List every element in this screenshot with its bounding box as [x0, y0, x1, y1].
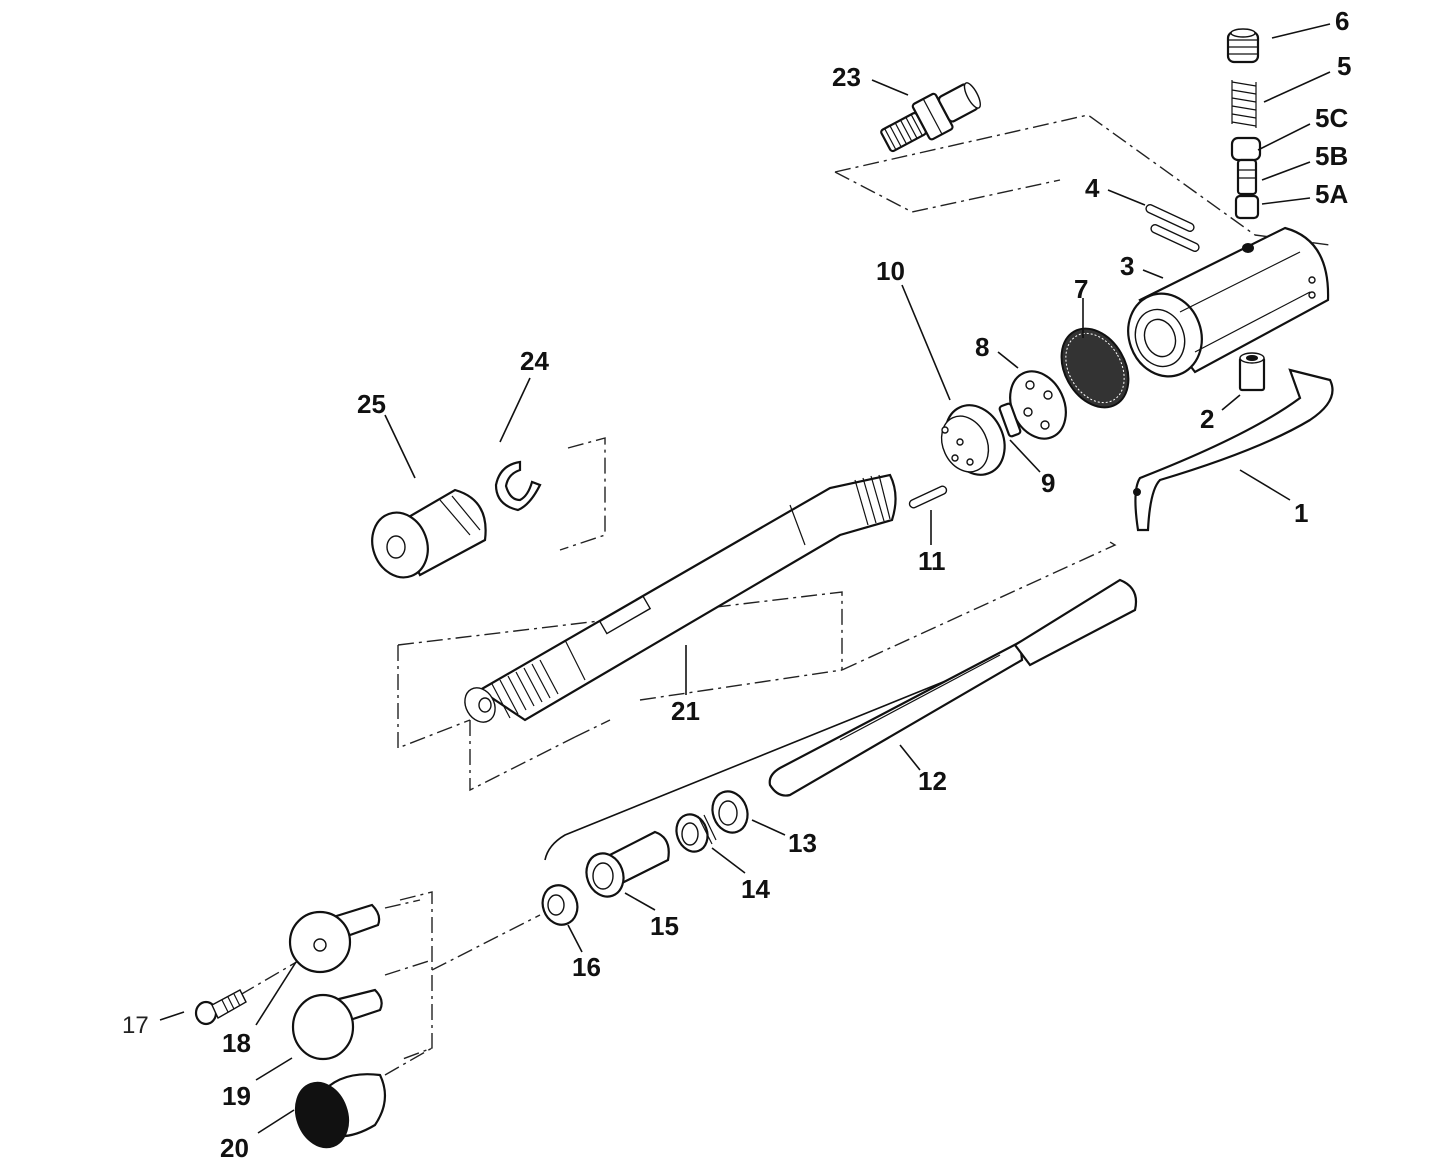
part-10-valve [940, 404, 1006, 476]
label-part-7: 7 [1074, 274, 1088, 304]
part-23-fitting [880, 82, 981, 153]
label-part-17: 17 [122, 1012, 149, 1039]
label-part-3: 3 [1120, 251, 1134, 281]
part-14-spring-bushing [675, 813, 717, 853]
part-13-washer [711, 790, 749, 834]
label-part-16: 16 [572, 952, 601, 982]
barrel-threads-rear [854, 474, 891, 526]
label-part-12: 12 [918, 766, 947, 796]
label-part-14: 14 [741, 874, 770, 904]
label-part-18: 18 [222, 1028, 251, 1058]
part-11-pin [908, 485, 948, 509]
leader-lines [159, 23, 1331, 1134]
part-3-handle-body [1127, 226, 1330, 378]
part-17-screw [194, 989, 247, 1026]
label-part-20: 20 [220, 1133, 249, 1162]
label-part-5c: 5C [1315, 103, 1348, 133]
part-15-sleeve [585, 830, 670, 898]
label-part-21: 21 [671, 696, 700, 726]
part-19-head [291, 988, 383, 1061]
part-5-spring [1231, 80, 1257, 128]
part-8-plate [1009, 370, 1067, 440]
part-4-pins [1145, 204, 1200, 252]
part-16-ring [541, 884, 579, 926]
label-part-8: 8 [975, 332, 989, 362]
part-6-cap [1226, 28, 1260, 64]
part-18-head [288, 903, 381, 974]
label-part-6: 6 [1335, 6, 1349, 36]
part-21-barrel [464, 473, 897, 723]
part-20-rubber-head [294, 1073, 387, 1149]
part-5a-seat [1234, 194, 1260, 220]
label-part-15: 15 [650, 911, 679, 941]
label-part-5b: 5B [1315, 141, 1348, 171]
part-2-bushing [1238, 352, 1266, 392]
label-part-25: 25 [357, 389, 386, 419]
barrel-threads-front [491, 659, 559, 719]
part-12-piston [768, 578, 1138, 797]
part-1-lever [1133, 368, 1334, 532]
label-part-5a: 5A [1315, 179, 1348, 209]
part-24-ring [494, 460, 542, 512]
label-part-4: 4 [1085, 173, 1100, 203]
label-part-13: 13 [788, 828, 817, 858]
part-labels: 6 5 5C 5B 5A 23 4 3 7 10 8 9 2 1 11 25 2… [122, 6, 1351, 1162]
label-part-2: 2 [1200, 404, 1214, 434]
label-part-19: 19 [222, 1081, 251, 1111]
label-part-11: 11 [918, 546, 946, 576]
label-part-10: 10 [876, 256, 905, 286]
part-9-gasket [998, 402, 1022, 438]
part-25-retainer [371, 488, 487, 579]
label-part-23: 23 [832, 62, 861, 92]
label-part-1: 1 [1294, 498, 1308, 528]
part-7-screen [1060, 327, 1130, 409]
label-part-24: 24 [520, 346, 549, 376]
part-5c-valve-stem [1230, 136, 1262, 196]
label-part-5: 5 [1337, 51, 1351, 81]
assembly-lines [239, 114, 1331, 1076]
label-part-9: 9 [1041, 468, 1055, 498]
